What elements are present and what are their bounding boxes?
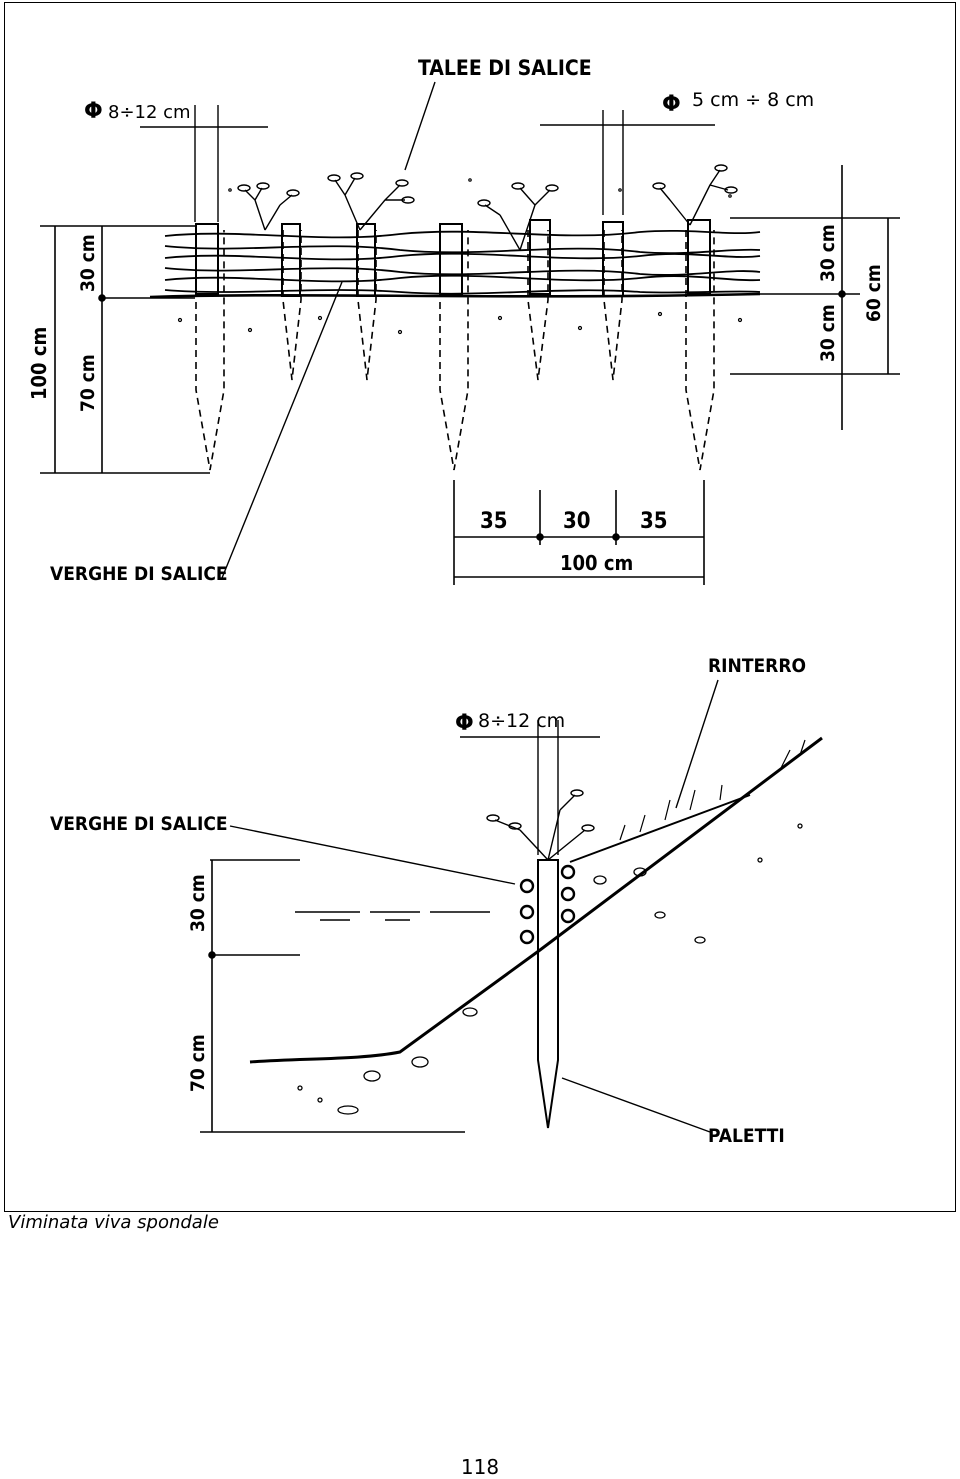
dim-30cm-left: 30 cm bbox=[77, 234, 99, 292]
top-view-labels: TALEE DI SALICE Φ 8÷12 cm Φ 5 cm ÷ 8 cm … bbox=[27, 56, 885, 585]
soil-texture bbox=[177, 178, 743, 335]
top-view bbox=[40, 81, 900, 585]
section-view bbox=[200, 679, 823, 1133]
technical-drawing: TALEE DI SALICE Φ 8÷12 cm Φ 5 cm ÷ 8 cm … bbox=[27, 56, 900, 1147]
dim-100cm-left: 100 cm bbox=[27, 327, 51, 400]
label-diameter-left: 8÷12 cm bbox=[108, 102, 191, 123]
rod-sections bbox=[519, 864, 576, 945]
woven-rods bbox=[149, 229, 761, 299]
water-surface bbox=[295, 911, 490, 921]
figure-frame bbox=[4, 2, 956, 1212]
page-number: 118 bbox=[460, 1455, 500, 1479]
label-verghe-di-salice-section: VERGHE DI SALICE bbox=[50, 813, 228, 835]
rods-leader bbox=[221, 281, 343, 579]
section-shrub bbox=[486, 789, 595, 861]
diameter-dimension-left bbox=[140, 105, 268, 222]
soil-pebbles bbox=[297, 823, 803, 1115]
stakes bbox=[195, 230, 715, 471]
diameter-dimension-right bbox=[540, 110, 715, 215]
dim-30cm-section: 30 cm bbox=[187, 874, 209, 932]
label-diameter-section: 8÷12 cm bbox=[478, 710, 565, 732]
dim-30cm-right-upper: 30 cm bbox=[817, 224, 839, 282]
rinterro-leader bbox=[675, 679, 719, 809]
cuttings-leader bbox=[404, 81, 436, 171]
dim-70cm-left: 70 cm bbox=[77, 354, 99, 412]
bottom-horizontal-dimensions bbox=[453, 480, 705, 585]
dim-30cm-right-lower: 30 cm bbox=[817, 304, 839, 362]
phi-icon-section: Φ bbox=[455, 711, 474, 736]
section-view-labels: RINTERRO Φ 8÷12 cm VERGHE DI SALICE 30 c… bbox=[50, 655, 806, 1147]
grass bbox=[619, 739, 806, 841]
label-talee-di-salice: TALEE DI SALICE bbox=[418, 56, 592, 80]
section-rods-leader bbox=[229, 825, 516, 885]
label-diameter-right: 5 cm ÷ 8 cm bbox=[692, 89, 814, 111]
bank-slope bbox=[249, 736, 823, 1064]
label-verghe-di-salice-top: VERGHE DI SALICE bbox=[50, 563, 228, 585]
label-paletti: PALETTI bbox=[708, 1125, 785, 1147]
section-vertical-dimensions bbox=[200, 859, 465, 1133]
dim-60cm-right: 60 cm bbox=[863, 264, 885, 322]
right-vertical-dimensions bbox=[730, 165, 900, 430]
phi-icon-left: Φ bbox=[84, 99, 103, 124]
label-rinterro: RINTERRO bbox=[708, 655, 806, 677]
dim-30-middle: 30 bbox=[563, 509, 591, 534]
dim-35-right: 35 bbox=[640, 509, 668, 534]
section-stake bbox=[537, 859, 559, 1129]
left-vertical-dimensions bbox=[40, 225, 210, 474]
paletti-leader bbox=[561, 1077, 711, 1133]
willow-cuttings bbox=[237, 164, 738, 251]
dim-70cm-section: 70 cm bbox=[187, 1034, 209, 1092]
backfill-surface bbox=[569, 794, 751, 863]
phi-icon-right: Φ bbox=[662, 92, 681, 117]
dim-35-left: 35 bbox=[480, 509, 508, 534]
dim-100cm-bottom: 100 cm bbox=[560, 551, 633, 575]
figure-caption: Viminata viva spondale bbox=[8, 1212, 219, 1233]
section-diameter-dimension bbox=[460, 720, 600, 855]
